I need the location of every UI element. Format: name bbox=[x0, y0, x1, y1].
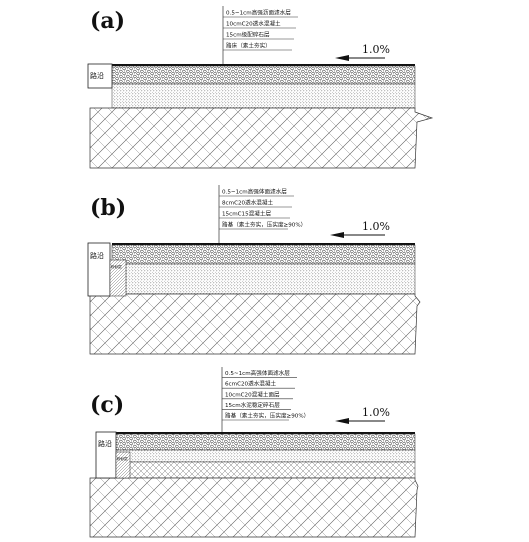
layer-label: 15cm级配碎石层 bbox=[226, 31, 270, 39]
layer-label: 6cmC20透水混凝土 bbox=[225, 380, 276, 388]
layer-label: 8cmC20透水混凝土 bbox=[222, 199, 273, 207]
slope-arrow-head bbox=[330, 232, 344, 238]
slope-label: 1.0% bbox=[362, 406, 390, 419]
curb-label: 路沿 bbox=[98, 439, 112, 448]
panel-label: (a) bbox=[90, 8, 125, 34]
base-layer bbox=[111, 449, 416, 463]
layer-label: 15cm水泥稳定碎石层 bbox=[225, 401, 280, 409]
curb-label: 路沿 bbox=[90, 71, 104, 80]
layer-label: 10cmC20混凝土面层 bbox=[225, 390, 280, 398]
layer-label: 0.5~1cm高强体面滤水层 bbox=[222, 188, 287, 196]
panel-label: (b) bbox=[90, 195, 126, 221]
side-sand-label: 粉砂层 bbox=[111, 264, 122, 269]
panel-c: (c) 0.5~1cm高强体面滤水层 6cmC20透水混凝土 10cmC20混凝土面层… bbox=[89, 367, 419, 538]
layer-label: 路基（素土夯实，压实度≥90%） bbox=[222, 221, 306, 229]
subgrade-soil bbox=[89, 293, 421, 355]
subgrade-soil bbox=[89, 107, 434, 169]
curb-label: 路沿 bbox=[90, 251, 104, 260]
panel-a: (a) 0.5~1cm高强沥面滤水层 10cmC20透水混凝土 15cm级配碎石层路床… bbox=[87, 6, 434, 169]
side-sand-layer bbox=[115, 451, 131, 479]
curb-block bbox=[95, 431, 117, 479]
permeable-concrete-layer bbox=[111, 65, 416, 85]
slope-label: 1.0% bbox=[362, 220, 390, 233]
base-layer bbox=[111, 83, 416, 109]
panel-b: (b) 0.5~1cm高强体面滤水层 8cmC20透水混凝土 15cmC15混凝土层路… bbox=[87, 185, 421, 355]
subgrade-soil bbox=[89, 477, 419, 538]
permeable-concrete-layer bbox=[111, 244, 416, 265]
side-sand-label: 粉砂层 bbox=[117, 456, 128, 461]
curb-block bbox=[87, 63, 113, 89]
layer-label: 路床（素土夯实） bbox=[226, 42, 271, 50]
layer-label: 15cmC15混凝土层 bbox=[222, 210, 271, 218]
slope-arrow-head bbox=[335, 55, 349, 61]
surface-filter-layer bbox=[112, 432, 415, 435]
surface-filter-layer bbox=[112, 64, 415, 67]
layer-label: 路基（素土夯实，压实度≥90%） bbox=[225, 412, 309, 420]
panel-label: (c) bbox=[90, 392, 124, 418]
slope-arrow-head bbox=[335, 418, 349, 424]
layer-label: 10cmC20透水混凝土 bbox=[226, 20, 281, 28]
layer-label: 0.5~1cm高强沥面滤水层 bbox=[226, 9, 291, 17]
permeable-concrete-layer bbox=[111, 433, 416, 451]
stabilized-gravel-layer bbox=[111, 461, 416, 479]
layer-label: 0.5~1cm高强体面滤水层 bbox=[225, 369, 290, 377]
base-layer bbox=[111, 263, 416, 295]
curb-block bbox=[87, 242, 111, 297]
surface-filter-layer bbox=[112, 243, 415, 246]
side-sand-layer bbox=[109, 259, 127, 297]
slope-label: 1.0% bbox=[362, 43, 390, 56]
